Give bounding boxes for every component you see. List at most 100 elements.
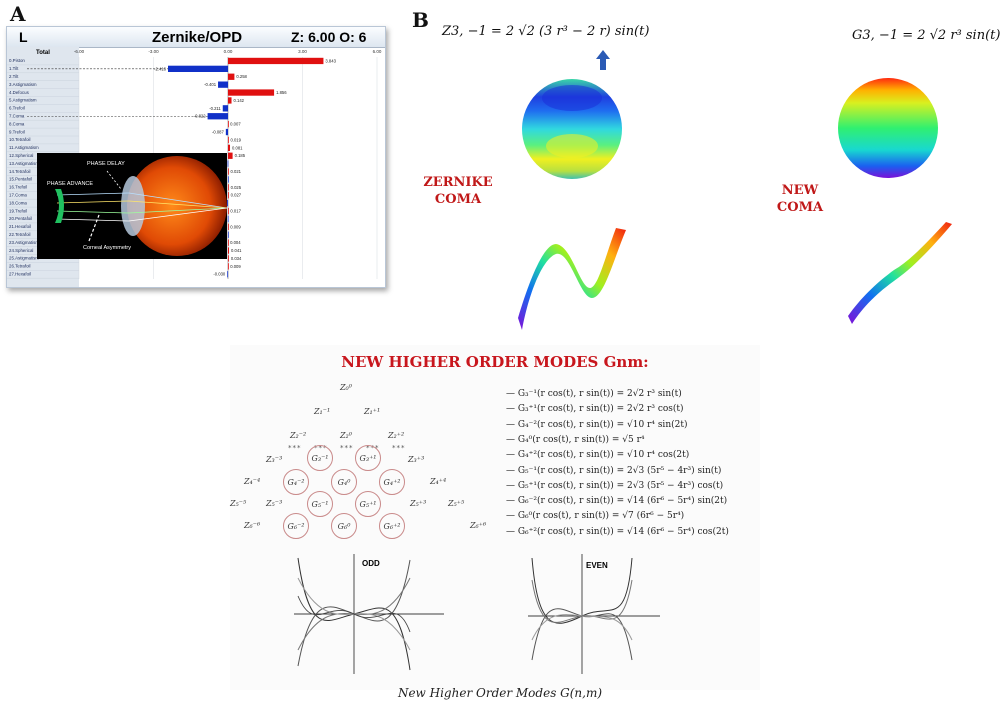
g-term-circle: G₃⁻¹ [307,445,333,471]
bar [228,121,229,128]
g-formula: — G₆⁺²(r cos(t), r sin(t)) = √14 (6r⁶ − … [506,526,729,537]
x-tick-label: 6.00 [373,49,382,54]
new-coma-profile [848,222,952,324]
term-label: 1.Tilt [9,66,19,71]
bar [228,168,229,175]
bar [228,263,229,270]
value-label: 0.185 [235,153,246,158]
value-label: 0.025 [231,185,242,190]
g-term-circle: G₆⁰ [331,513,357,539]
value-label: 0.034 [231,256,242,261]
bar [228,89,275,96]
bar [228,255,229,262]
bar [228,57,324,65]
g-formula: — G₅⁻¹(r cos(t), r sin(t)) = 2√3 (5r⁵ − … [506,465,722,476]
z-term: Z₄⁺⁴ [430,477,447,486]
term-label: 23.Astigmatism [9,240,39,245]
value-label: -0.087 [212,130,225,135]
z-term: Z₅⁻³ [266,499,283,508]
x-tick-label: -6.00 [74,49,85,54]
ellipsis-dots: *** [288,444,302,452]
value-label: 0.017 [230,209,241,214]
term-label: 0.Piston [9,58,25,63]
g-formula: — G₄⁻²(r cos(t), r sin(t)) = √10 r⁴ sin(… [506,419,688,430]
value-label: -0.030 [213,272,226,277]
bar [218,81,228,88]
even-label: EVEN [586,561,608,570]
zernike-coma-profile [518,228,626,330]
value-label: -0.401 [204,82,217,87]
term-label: 9.Trefoil [9,129,25,134]
z-term: Z₃⁻³ [266,455,283,464]
value-label: 0.258 [236,74,247,79]
total-label: Total [36,50,50,56]
g-formula: — G₃⁻¹(r cos(t), r sin(t)) = 2√2 r³ sin(… [506,389,682,399]
value-label: 0.019 [230,137,241,142]
x-tick-label: 0.00 [224,49,233,54]
eye-label: L [19,29,28,45]
value-label: 0.142 [234,98,245,103]
term-label: 11.Astigmatism [9,145,39,150]
term-label: 16.Trefoil [9,185,27,190]
value-label: 0.009 [230,224,241,229]
z-term: Z₀⁰ [340,383,352,392]
g-formula: — G₃⁺¹(r cos(t), r sin(t)) = 2√2 r³ cos(… [506,404,684,415]
z-term: Z₄⁻⁴ [244,477,261,486]
term-label: 12.Spherical [9,153,33,158]
panel-label-a: A [10,2,26,26]
even-modes-plot: EVEN [528,554,660,674]
z-term: Z₂⁻² [290,431,307,440]
g-term-circle: G₅⁻¹ [307,491,333,517]
term-label: 8.Coma [9,121,25,126]
value-label: 0.007 [230,122,241,127]
bar [228,144,231,151]
bar [227,215,229,223]
term-label: 26.Tetrafoil [9,264,31,269]
zernike-order-readout: Z: 6.00 O: 6 [291,29,367,45]
value-label: -0.211 [209,106,221,111]
bar [225,128,228,136]
phase-advance-label: PHASE ADVANCE [47,181,94,187]
bar [207,113,228,120]
bar [222,105,228,112]
x-tick-label: -3.00 [148,49,159,54]
value-label: 0.009 [230,264,241,269]
z-term: Z₃⁺³ [408,455,425,464]
phase-delay-label: PHASE DELAY [87,161,125,167]
term-label: 3.Astigmatism [9,82,37,87]
term-label: 25.Astigmatism [9,256,39,261]
coma-comparison-panel: Z3, −1 = 2 √2 (3 r³ − 2 r) sin(t) G3, −1… [404,18,1000,338]
z-term: Z₂⁺² [388,431,405,440]
g-formula: — G₄⁺²(r cos(t), r sin(t)) = √10 r⁴ cos(… [506,450,690,461]
term-label: 6.Trefoil [9,106,25,111]
bar [228,239,229,246]
bar [228,247,230,254]
bar [227,231,229,238]
value-label: 0.027 [231,193,242,198]
term-label: 10.Tetrafoil [9,137,31,142]
z-term: Z₁⁺¹ [364,407,381,416]
corneal-asymmetry-label: Corneal Asymmetry [83,245,131,251]
term-label: 27.Hexafoil [9,272,31,277]
term-label: 14.Tetrafoil [9,169,31,174]
term-label: 22.Tetrafoil [9,232,31,237]
term-label: 15.Pentafoil [9,177,32,182]
value-label: 0.081 [232,145,243,150]
value-label: 1.856 [276,90,287,95]
value-label: 0.004 [230,240,241,245]
coma-surfaces [518,78,952,330]
bar [227,160,229,167]
bar [228,192,229,199]
ellipsis-dots: *** [392,444,406,452]
term-label: 13.Astigmatism [9,161,39,166]
term-label: 18.Coma [9,200,27,205]
window-title: Zernike/OPD [152,29,243,46]
value-label: 0.021 [231,169,242,174]
g-term-circle: G₄⁰ [331,469,357,495]
term-label: 7.Coma [9,114,25,119]
bar [228,136,229,144]
zernike-opd-window: L Zernike/OPD Z: 6.00 O: 6 Total -6.00 -3.… [6,26,386,288]
bar [228,223,229,230]
g-term-circle: G₆⁺² [379,513,405,539]
value-label: 0.041 [231,248,242,253]
